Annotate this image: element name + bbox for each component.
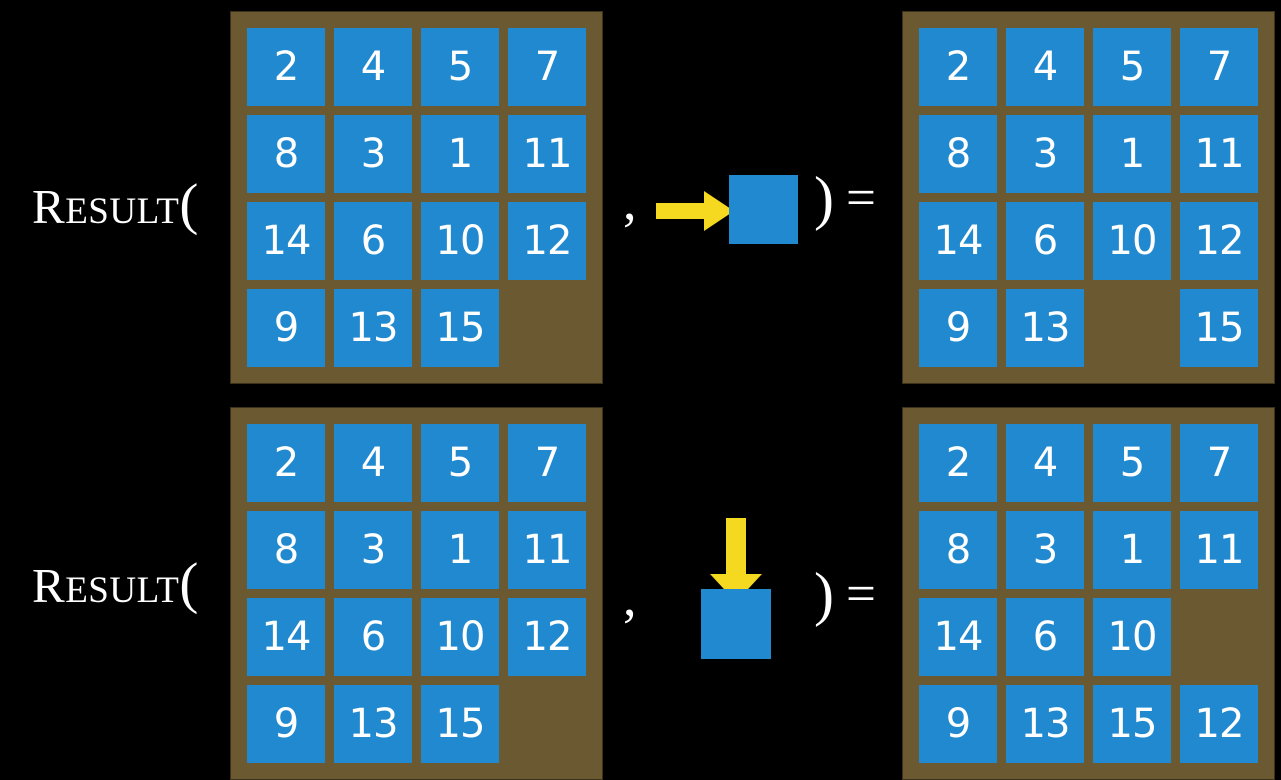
output-board-1: 2 4 5 7 8 3 1 11 14 6 10 12 9 13 15 xyxy=(903,12,1274,383)
tile[interactable]: 11 xyxy=(1180,511,1258,589)
tile[interactable]: 3 xyxy=(1006,115,1084,193)
tile[interactable]: 11 xyxy=(1180,115,1258,193)
tile[interactable]: 6 xyxy=(1006,598,1084,676)
tile[interactable]: 1 xyxy=(1093,115,1171,193)
tile[interactable]: 2 xyxy=(247,28,325,106)
tile[interactable]: 15 xyxy=(1093,685,1171,763)
tile[interactable]: 7 xyxy=(508,28,586,106)
tile[interactable]: 1 xyxy=(1093,511,1171,589)
tile[interactable]: 10 xyxy=(1093,202,1171,280)
tile[interactable]: 11 xyxy=(508,511,586,589)
result-label-initial-2: R xyxy=(32,558,66,613)
tile[interactable]: 4 xyxy=(1006,424,1084,502)
tile[interactable]: 15 xyxy=(421,685,499,763)
tile[interactable]: 3 xyxy=(334,115,412,193)
tile[interactable]: 12 xyxy=(1180,202,1258,280)
tile[interactable]: 4 xyxy=(1006,28,1084,106)
tile[interactable]: 12 xyxy=(1180,685,1258,763)
tile[interactable]: 2 xyxy=(919,28,997,106)
tile[interactable]: 13 xyxy=(1006,685,1084,763)
close-paren-1: ) xyxy=(814,165,834,231)
equation-row-2: RESULT( 2 4 5 7 8 3 1 11 14 6 10 12 9 13… xyxy=(0,396,1281,780)
empty-slot xyxy=(508,289,586,367)
empty-slot xyxy=(508,685,586,763)
tile[interactable]: 2 xyxy=(919,424,997,502)
input-board-2: 2 4 5 7 8 3 1 11 14 6 10 12 9 13 15 xyxy=(231,408,602,779)
tile[interactable]: 1 xyxy=(421,115,499,193)
tile[interactable]: 10 xyxy=(421,202,499,280)
tile[interactable]: 13 xyxy=(334,685,412,763)
result-label-rest-1: ESULT xyxy=(65,191,180,232)
output-board-2: 2 4 5 7 8 3 1 11 14 6 10 9 13 15 12 xyxy=(903,408,1274,779)
tile[interactable]: 3 xyxy=(334,511,412,589)
tile[interactable]: 4 xyxy=(334,424,412,502)
tile[interactable]: 15 xyxy=(1180,289,1258,367)
tile[interactable]: 9 xyxy=(919,685,997,763)
tile[interactable]: 9 xyxy=(247,289,325,367)
result-function-label-2: RESULT( xyxy=(32,555,199,612)
tile[interactable]: 11 xyxy=(508,115,586,193)
blank-tile-indicator-1 xyxy=(729,175,798,244)
tile[interactable]: 13 xyxy=(1006,289,1084,367)
tile[interactable]: 8 xyxy=(919,511,997,589)
blank-tile-indicator-2 xyxy=(701,589,771,659)
tile[interactable]: 7 xyxy=(1180,424,1258,502)
close-paren-2: ) xyxy=(814,561,834,627)
equation-row-1: RESULT( 2 4 5 7 8 3 1 11 14 6 10 12 9 13… xyxy=(32,0,1274,392)
tile[interactable]: 14 xyxy=(247,202,325,280)
tile[interactable]: 8 xyxy=(247,511,325,589)
tile[interactable]: 8 xyxy=(919,115,997,193)
tile[interactable]: 12 xyxy=(508,202,586,280)
result-function-label-1: RESULT( xyxy=(32,176,199,233)
result-label-open-paren-2: ( xyxy=(179,552,199,615)
tile[interactable]: 7 xyxy=(508,424,586,502)
input-board-1: 2 4 5 7 8 3 1 11 14 6 10 12 9 13 15 xyxy=(231,12,602,383)
operator-group-1: , ) = xyxy=(608,0,900,392)
arrow-down-icon xyxy=(710,518,762,602)
tile[interactable]: 10 xyxy=(421,598,499,676)
empty-slot xyxy=(1093,289,1171,367)
tile[interactable]: 2 xyxy=(247,424,325,502)
tile[interactable]: 5 xyxy=(421,28,499,106)
equals-sign-1: = xyxy=(846,169,876,227)
arrow-right-icon xyxy=(656,191,734,231)
tile[interactable]: 14 xyxy=(919,598,997,676)
tile[interactable]: 8 xyxy=(247,115,325,193)
tile[interactable]: 9 xyxy=(919,289,997,367)
tile[interactable]: 4 xyxy=(334,28,412,106)
argument-separator-comma-1: , xyxy=(623,171,637,231)
tile[interactable]: 6 xyxy=(1006,202,1084,280)
result-label-rest-2: ESULT xyxy=(65,570,180,611)
tile[interactable]: 6 xyxy=(334,598,412,676)
result-label-initial-1: R xyxy=(32,179,66,234)
result-label-open-paren-1: ( xyxy=(179,173,199,236)
tile[interactable]: 5 xyxy=(421,424,499,502)
tile[interactable]: 7 xyxy=(1180,28,1258,106)
tile[interactable]: 1 xyxy=(421,511,499,589)
tile[interactable]: 5 xyxy=(1093,28,1171,106)
tile[interactable]: 15 xyxy=(421,289,499,367)
tile[interactable]: 3 xyxy=(1006,511,1084,589)
tile[interactable]: 9 xyxy=(247,685,325,763)
tile[interactable]: 14 xyxy=(247,598,325,676)
empty-slot xyxy=(1180,598,1258,676)
tile[interactable]: 5 xyxy=(1093,424,1171,502)
tile[interactable]: 12 xyxy=(508,598,586,676)
equals-sign-2: = xyxy=(846,565,876,623)
tile[interactable]: 13 xyxy=(334,289,412,367)
argument-separator-comma-2: , xyxy=(623,567,637,627)
tile[interactable]: 14 xyxy=(919,202,997,280)
operator-group-2: , ) = xyxy=(608,396,900,780)
tile[interactable]: 6 xyxy=(334,202,412,280)
tile[interactable]: 10 xyxy=(1093,598,1171,676)
